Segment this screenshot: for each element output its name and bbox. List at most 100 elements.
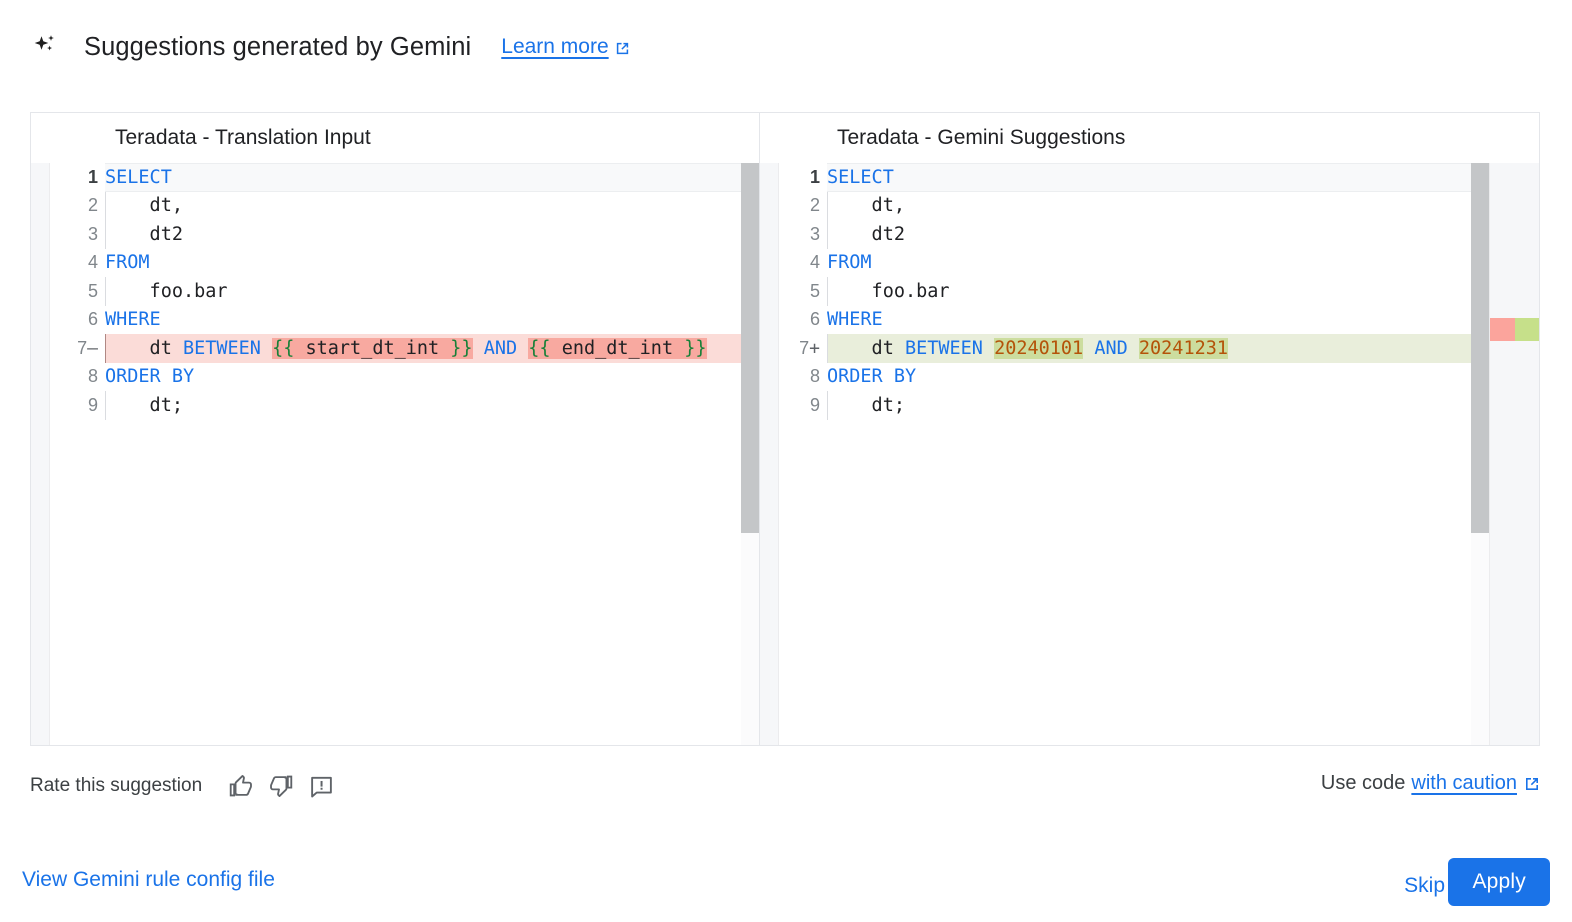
code-line[interactable]: 5 foo.bar xyxy=(31,277,759,306)
code-lines-input: 1 SELECT 2 dt,3 dt2 4 FROM 5 foo.bar 6 WHERE 7— … xyxy=(31,163,759,420)
code-token xyxy=(517,338,528,359)
line-number: 7— xyxy=(77,337,98,359)
code-text: dt BETWEEN {{ start_dt_int }} AND {{ end… xyxy=(105,337,707,359)
code-line[interactable]: 7+ dt BETWEEN 20240101 AND 20241231 xyxy=(760,334,1539,363)
code-line-background xyxy=(827,163,1539,192)
indent-guide xyxy=(105,334,106,363)
code-line-background xyxy=(827,306,1539,335)
line-number: 1 xyxy=(87,166,98,187)
code-token: dt, xyxy=(827,195,905,217)
code-line[interactable]: 9 dt; xyxy=(760,391,1539,420)
report-feedback-icon[interactable] xyxy=(304,769,338,803)
code-token: WHERE xyxy=(105,309,161,331)
learn-more-link[interactable]: Learn more xyxy=(501,35,630,59)
thumb-down-icon[interactable] xyxy=(264,769,298,803)
code-token xyxy=(473,338,484,359)
code-line[interactable]: 2 dt, xyxy=(760,191,1539,220)
thumb-up-icon[interactable] xyxy=(224,769,258,803)
line-number: 6 xyxy=(87,309,98,330)
code-text: ORDER BY xyxy=(827,366,916,387)
code-token: FROM xyxy=(105,252,150,274)
line-number: 4 xyxy=(87,252,98,273)
code-line-background xyxy=(827,363,1539,392)
code-token: start_dt_int xyxy=(294,337,451,359)
line-number: 3 xyxy=(87,223,98,244)
use-code-prefix: Use code xyxy=(1320,772,1406,794)
scrollbar-thumb-suggestions[interactable] xyxy=(1471,163,1489,533)
code-token: {{ xyxy=(528,337,551,359)
indent-guide xyxy=(827,391,828,420)
external-link-icon xyxy=(1523,775,1540,792)
code-line-background xyxy=(827,391,1539,420)
indent-guide xyxy=(105,391,106,420)
line-number: 2 xyxy=(87,195,98,216)
code-line[interactable]: 6 WHERE xyxy=(31,306,759,335)
view-gemini-rule-config-link[interactable]: View Gemini rule config file xyxy=(22,868,275,891)
code-token: dt; xyxy=(105,394,183,416)
code-text: FROM xyxy=(105,252,150,273)
code-line-background xyxy=(105,391,759,420)
line-number: 5 xyxy=(87,280,98,301)
rate-suggestion-row: Rate this suggestion xyxy=(30,770,344,802)
line-number: 6 xyxy=(809,309,820,330)
overview-ruler[interactable] xyxy=(1489,163,1539,745)
code-line[interactable]: 1 SELECT xyxy=(31,163,759,192)
line-number: 8 xyxy=(809,366,820,387)
code-text: ORDER BY xyxy=(105,366,194,387)
code-token: dt2 xyxy=(827,223,905,245)
code-line-background xyxy=(827,249,1539,278)
code-token: FROM xyxy=(827,252,872,274)
code-line[interactable]: 8 ORDER BY xyxy=(31,363,759,392)
code-line[interactable]: 7— dt BETWEEN {{ start_dt_int }} AND {{ … xyxy=(31,334,759,363)
external-link-icon xyxy=(614,39,631,56)
apply-button[interactable]: Apply xyxy=(1448,858,1550,906)
code-line[interactable]: 2 dt, xyxy=(31,191,759,221)
code-text: dt; xyxy=(105,395,183,416)
code-line-background xyxy=(827,220,1539,249)
code-token: ORDER BY xyxy=(827,366,917,388)
line-number: 2 xyxy=(809,195,820,216)
code-token xyxy=(1083,338,1094,359)
code-token xyxy=(1128,338,1139,359)
diff-sign: + xyxy=(809,337,820,359)
indent-guide xyxy=(105,191,106,220)
code-line-background xyxy=(105,192,759,221)
code-token: WHERE xyxy=(827,309,883,331)
indent-guide xyxy=(105,220,106,249)
code-line[interactable]: 5 foo.bar xyxy=(760,277,1539,306)
code-line[interactable]: 3 dt2 xyxy=(31,220,759,249)
code-line[interactable]: 1 SELECT xyxy=(760,163,1539,192)
indent-guide xyxy=(105,277,106,306)
code-token: SELECT xyxy=(105,166,172,188)
learn-more-label: Learn more xyxy=(501,35,609,58)
code-line[interactable]: 9 dt; xyxy=(31,391,759,420)
code-token xyxy=(983,338,994,359)
pane-title-input: Teradata - Translation Input xyxy=(31,113,759,163)
code-line[interactable]: 8 ORDER BY xyxy=(760,363,1539,392)
line-number: 1 xyxy=(809,166,820,187)
code-token: dt2 xyxy=(105,223,183,245)
indent-guide xyxy=(827,334,828,363)
code-token: AND xyxy=(1094,337,1128,359)
code-token: ORDER BY xyxy=(105,366,195,388)
code-area-input[interactable]: 1 SELECT 2 dt,3 dt2 4 FROM 5 foo.bar 6 WHERE 7— … xyxy=(31,163,759,745)
code-token: }} xyxy=(450,337,473,359)
code-token: 20241231 xyxy=(1138,337,1228,359)
code-line[interactable]: 4 FROM xyxy=(31,249,759,278)
skip-button[interactable]: Skip xyxy=(1392,866,1457,906)
code-line-background xyxy=(105,306,759,335)
line-number: 8 xyxy=(87,366,98,387)
code-token: dt; xyxy=(827,394,905,416)
with-caution-link[interactable]: with caution xyxy=(1411,772,1517,794)
code-text: SELECT xyxy=(827,167,894,188)
code-token: SELECT xyxy=(827,166,894,188)
code-token: AND xyxy=(483,337,518,359)
scrollbar-thumb-input[interactable] xyxy=(741,163,759,533)
code-token: BETWEEN xyxy=(904,337,983,359)
code-line[interactable]: 3 dt2 xyxy=(760,220,1539,249)
code-line[interactable]: 6 WHERE xyxy=(760,306,1539,335)
